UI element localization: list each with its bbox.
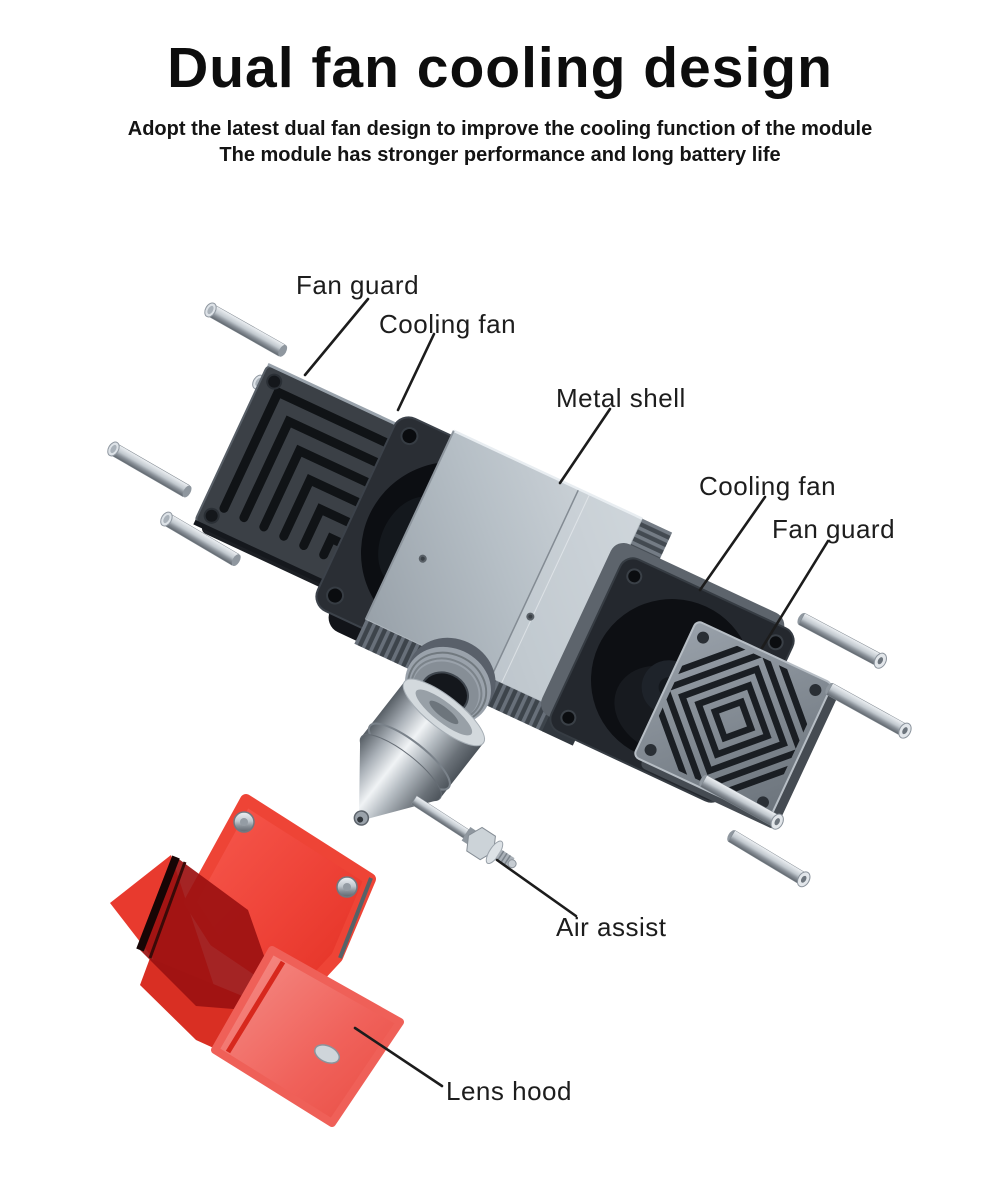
- label-fan-guard-left: Fan guard: [296, 270, 420, 300]
- fan-guard-right-part: [634, 621, 837, 829]
- leader-metal-shell: [558, 407, 612, 485]
- subtitle-line-2: The module has stronger performance and …: [219, 143, 781, 166]
- leader-cooling-fan-right: [698, 495, 767, 592]
- hood-screw-1: [233, 811, 255, 833]
- leader-lens-hood: [353, 1026, 444, 1088]
- lens-hood-part: [110, 794, 404, 1127]
- screws-right: [699, 612, 912, 888]
- label-lens-hood: Lens hood: [446, 1076, 572, 1106]
- leader-lines: [303, 297, 830, 1088]
- leader-fan-guard-right: [760, 539, 830, 650]
- header: Dual fan cooling design Adopt the latest…: [0, 0, 1000, 168]
- air-assist-part: [410, 795, 517, 869]
- leader-air-assist: [495, 858, 578, 918]
- label-cooling-fan-left: Cooling fan: [379, 309, 517, 339]
- label-air-assist: Air assist: [556, 912, 667, 942]
- subtitle-line-1: Adopt the latest dual fan design to impr…: [127, 117, 873, 140]
- hood-screw-2: [336, 876, 358, 898]
- label-fan-guard-right: Fan guard: [772, 514, 896, 544]
- leader-cooling-fan-left: [396, 332, 436, 412]
- page-subtitle: Adopt the latest dual fan design to impr…: [0, 116, 1000, 168]
- label-metal-shell: Metal shell: [556, 383, 686, 413]
- leader-fan-guard-left: [303, 297, 370, 377]
- label-cooling-fan-right: Cooling fan: [699, 471, 837, 501]
- page-title: Dual fan cooling design: [167, 36, 833, 100]
